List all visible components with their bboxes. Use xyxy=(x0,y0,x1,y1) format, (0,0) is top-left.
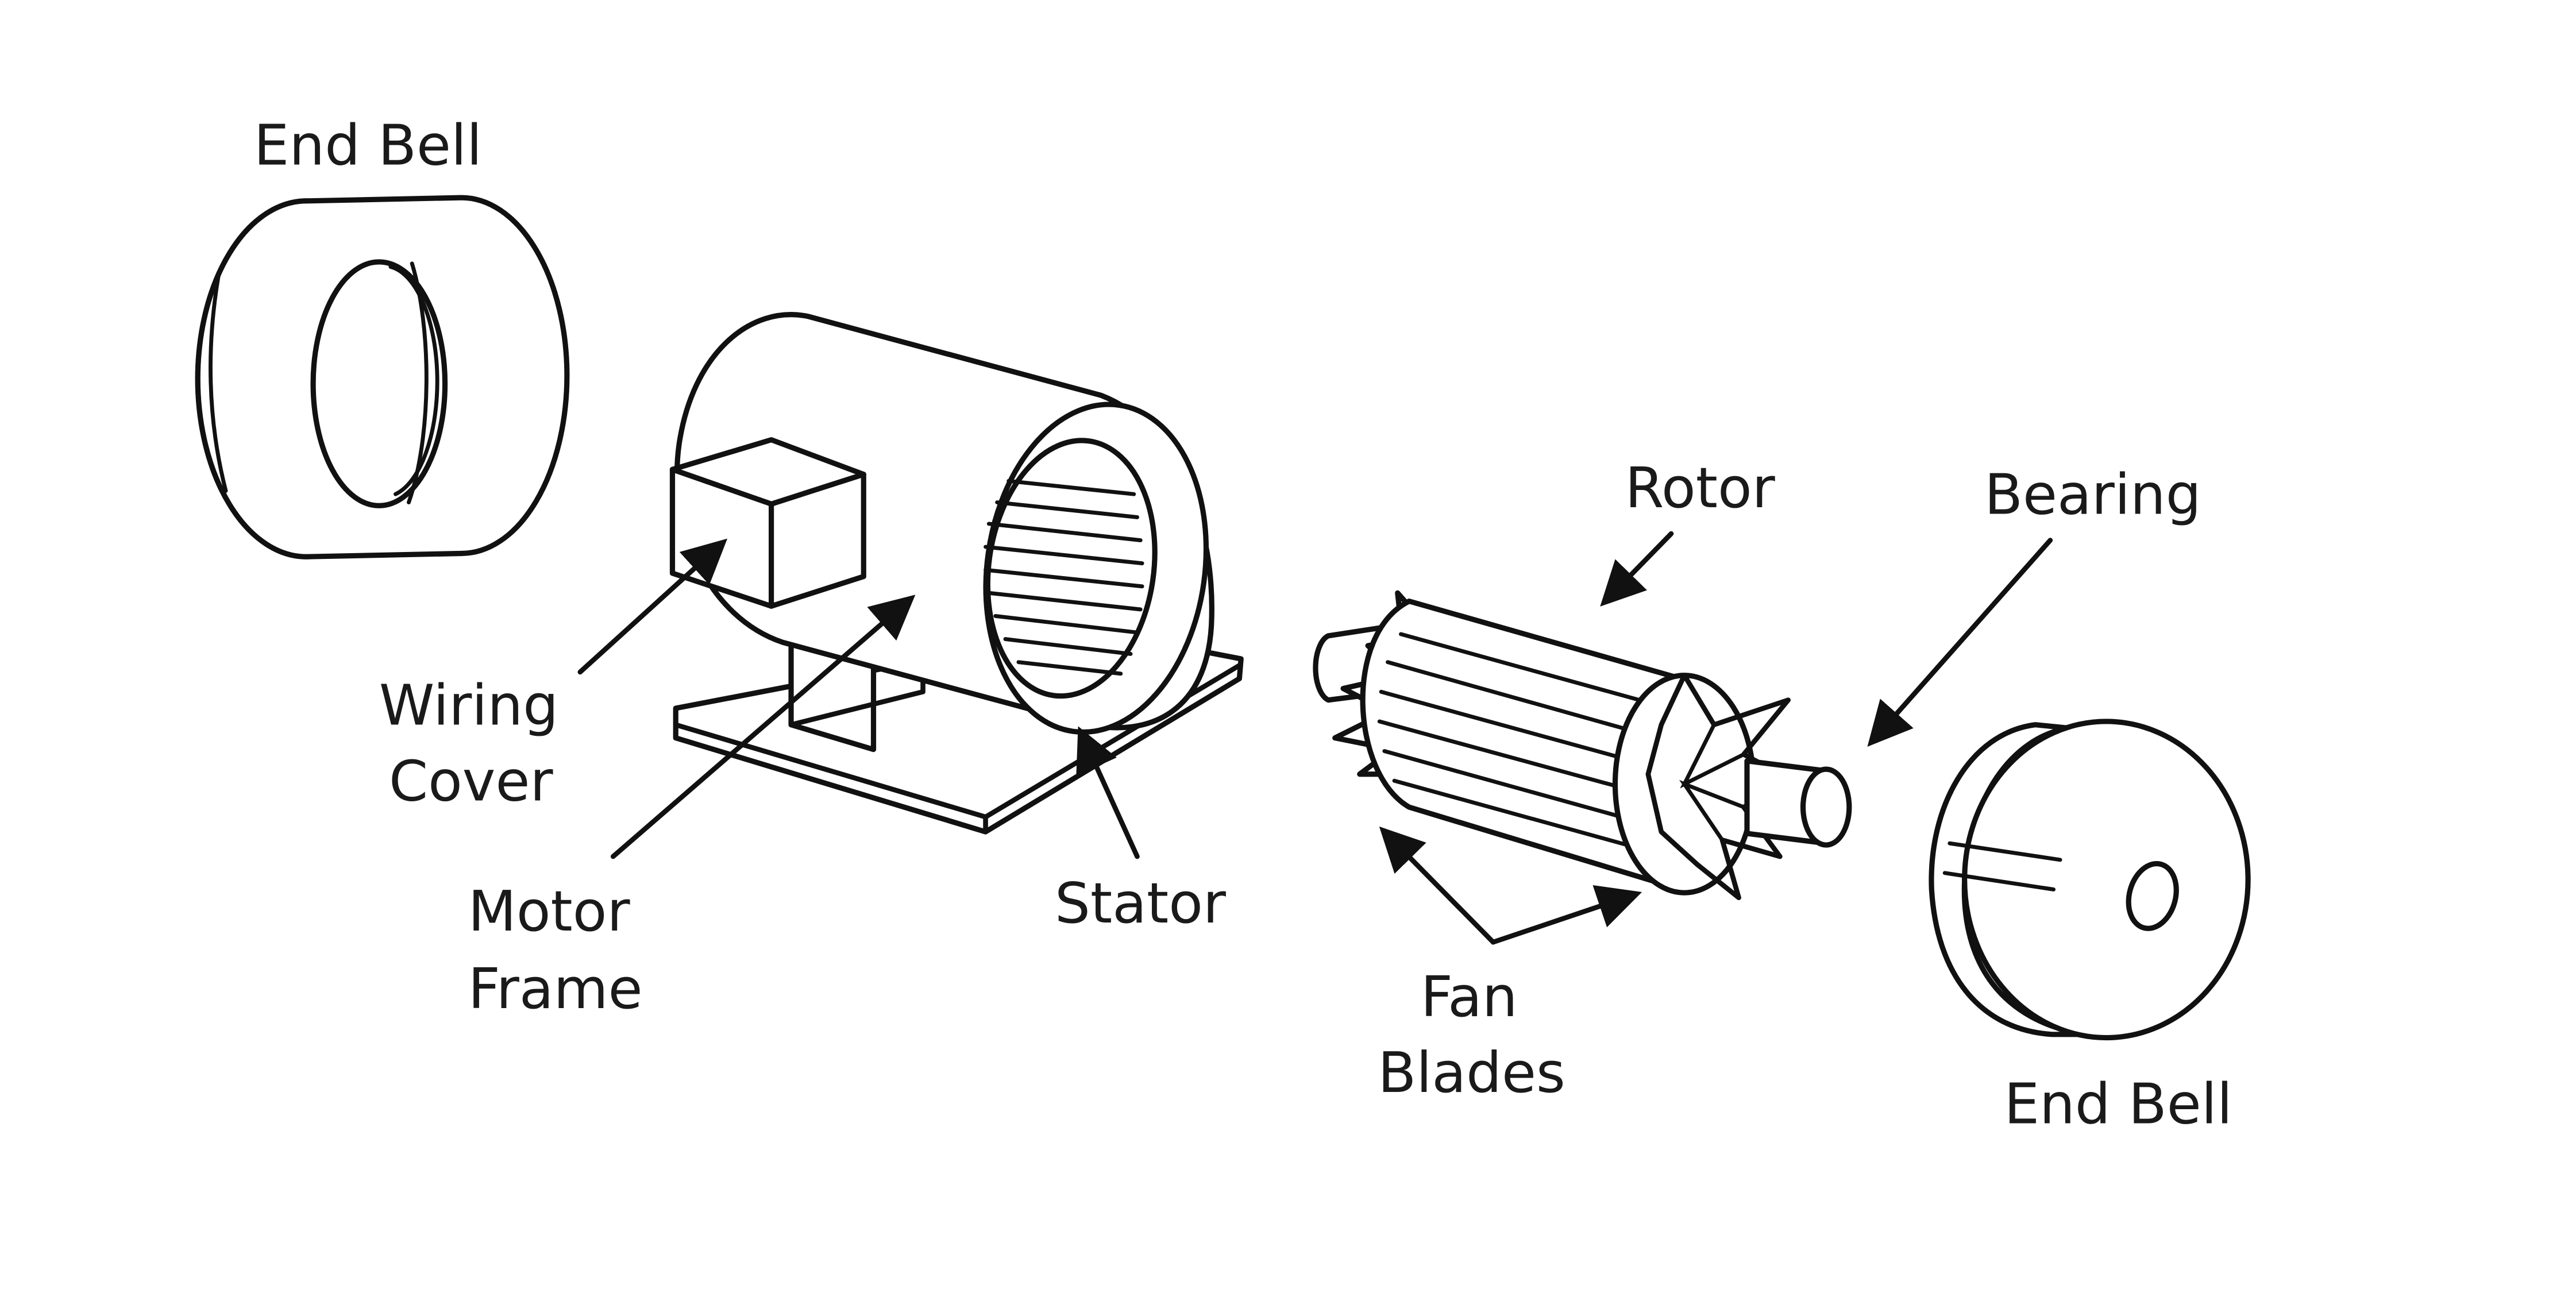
label-stator: Stator xyxy=(1055,870,1227,936)
label-motor-frame-line2: Frame xyxy=(468,956,643,1021)
motor-frame xyxy=(673,312,1244,835)
label-wiring-cover-line1: Wiring xyxy=(379,673,558,738)
rotor xyxy=(1313,590,1852,901)
label-end-bell-right: End Bell xyxy=(2004,1071,2232,1137)
end-bell-left xyxy=(195,195,570,559)
label-wiring-cover-line2: Cover xyxy=(389,748,553,814)
wiring-cover xyxy=(669,437,866,609)
label-rotor: Rotor xyxy=(1625,455,1776,520)
leader-lines xyxy=(577,531,2053,945)
label-end-bell-left: End Bell xyxy=(254,113,482,178)
end-bell-right xyxy=(1929,719,2251,1041)
label-fan-blades-line1: Fan xyxy=(1421,964,1518,1029)
label-motor-frame-line1: Motor xyxy=(468,878,631,944)
label-bearing: Bearing xyxy=(1984,462,2201,527)
label-fan-blades-line2: Blades xyxy=(1378,1040,1565,1105)
